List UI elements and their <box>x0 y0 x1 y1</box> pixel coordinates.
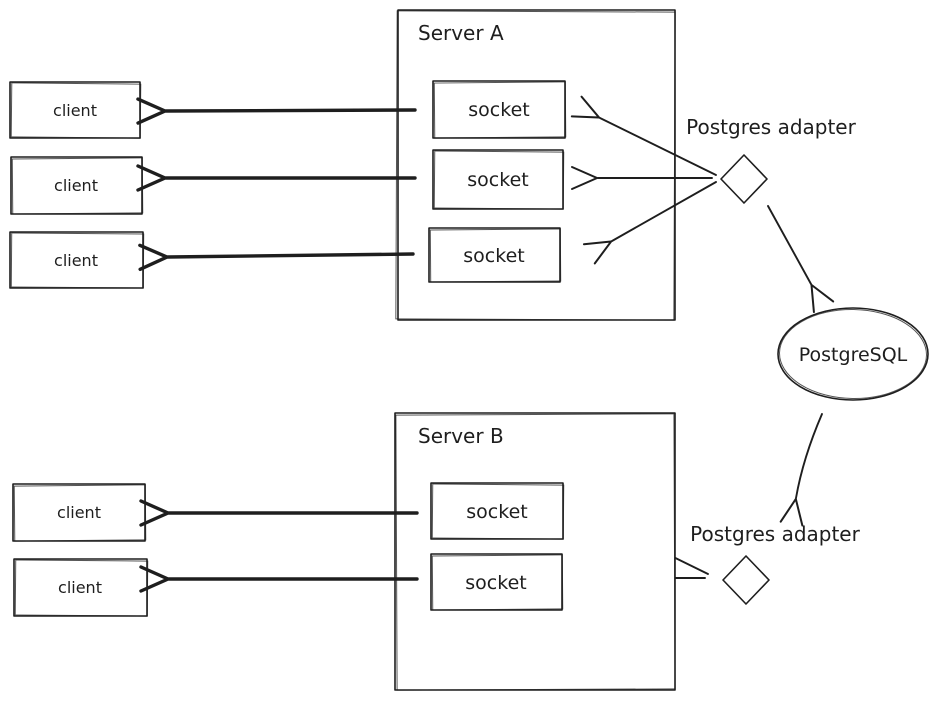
arrow-socket-a1-to-client-a1 <box>136 97 417 125</box>
socket-a3-rect-sketch <box>429 228 562 283</box>
socket-a1-rect-sketch <box>433 81 567 139</box>
server-b-label: Server B <box>418 424 504 448</box>
socket-b2-rect-sketch <box>431 554 564 611</box>
client-a2-label: client <box>54 176 98 195</box>
client-a2-box: client <box>10 156 144 215</box>
socket-a2-label: socket <box>467 169 528 191</box>
socket-b1-label: socket <box>466 501 527 523</box>
client-a1-box: client <box>9 81 142 139</box>
server-a-label: Server A <box>418 21 504 45</box>
server-a-rect-sketch <box>395 10 676 321</box>
adapter-a-diamond-icon <box>720 154 768 204</box>
database-ellipse-sketch <box>779 308 927 400</box>
client-b2-label: client <box>58 578 102 597</box>
client-a3-box: client <box>9 231 145 289</box>
database-ellipse <box>777 307 929 401</box>
socket-b2-rect <box>430 553 563 611</box>
adapter-a-label: Postgres adapter <box>686 115 856 139</box>
server-b-rect <box>394 412 676 691</box>
client-b1-box: client <box>12 483 147 542</box>
socket-b1-rect-sketch <box>431 483 565 540</box>
adapter-b-label: Postgres adapter <box>690 522 860 546</box>
arrow-adapter-a-to-socket-a3 <box>582 181 717 265</box>
socket-a1-box: socket <box>432 80 567 139</box>
database-node: PostgreSQL <box>777 307 929 401</box>
adapter-b-diamond-icon <box>722 555 770 605</box>
arrow-adapter-a-to-database <box>767 205 835 314</box>
client-b2-rect <box>13 558 148 617</box>
server-b-rect-sketch <box>395 413 676 691</box>
socket-a2-rect-sketch <box>433 150 565 210</box>
arrow-socket-a3-to-client-a3 <box>138 243 415 272</box>
socket-a2-box: socket <box>432 149 565 210</box>
socket-b2-box: socket <box>430 553 564 611</box>
socket-a3-rect <box>428 227 561 283</box>
client-a3-label: client <box>54 251 98 270</box>
socket-b2-label: socket <box>465 572 526 594</box>
socket-a1-rect <box>432 80 566 139</box>
arrow-database-to-adapter-b <box>779 413 823 527</box>
socket-a3-label: socket <box>463 245 524 267</box>
socket-a2-rect <box>432 149 564 210</box>
client-b2-box: client <box>13 558 149 617</box>
socket-b1-box: socket <box>430 482 565 540</box>
server-b-box: Server B <box>394 412 676 691</box>
client-b1-label: client <box>57 503 101 522</box>
arrow-adapter-a-to-socket-a1 <box>570 95 717 176</box>
client-a1-rect <box>9 81 141 139</box>
client-a1-label: client <box>53 101 97 120</box>
client-a3-rect <box>9 231 144 289</box>
socket-b1-rect <box>430 482 564 540</box>
socket-a1-label: socket <box>468 99 529 121</box>
socket-a3-box: socket <box>428 227 562 283</box>
client-b1-rect <box>12 483 146 542</box>
database-label: PostgreSQL <box>799 344 908 366</box>
